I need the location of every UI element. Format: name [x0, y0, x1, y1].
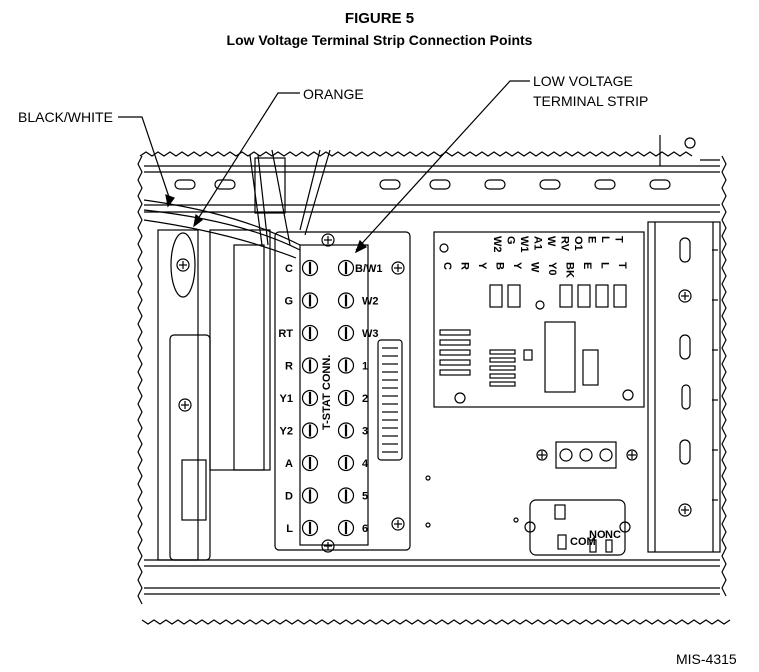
terminal-screw-left [301, 454, 319, 472]
board-terminal-label: E [586, 236, 598, 243]
terminal-label-left: D [285, 491, 293, 503]
terminal-label-right: W2 [362, 296, 379, 308]
tstat-conn-label: T-STAT CONN. [321, 355, 333, 430]
terminal-screw-right [337, 389, 355, 407]
terminal-screw-left [301, 324, 319, 342]
terminal-screw-right [337, 259, 355, 277]
terminal-screw-right [337, 454, 355, 472]
wires [143, 149, 331, 259]
relay-label-com: COM [570, 536, 596, 548]
terminal-label-right: 5 [362, 491, 368, 503]
terminal-label-left: C [285, 263, 293, 275]
terminal-label-right: B/W1 [355, 263, 383, 275]
relay-label-no: NO [589, 529, 606, 541]
terminal-label-left: G [284, 296, 293, 308]
arrowhead [354, 239, 368, 254]
terminal-screw-right [337, 487, 355, 504]
board-terminal-label: Y [511, 262, 523, 270]
cabinet [137, 135, 731, 625]
relay-block: COM NO NC [524, 499, 631, 556]
terminal-label-left: L [286, 523, 293, 535]
terminal-screw-right [337, 357, 355, 374]
board-resistors [439, 329, 516, 387]
power-terminal-block [536, 441, 638, 469]
terminal-screw-left [301, 389, 319, 407]
terminal-screw-left [301, 357, 319, 374]
board-terminal-label: T [616, 262, 628, 269]
board-terminal-label: L [599, 236, 611, 243]
callout-low-voltage-line1: LOW VOLTAGE [533, 73, 633, 89]
figure-id-code: MIS-4315 [676, 651, 737, 667]
terminal-screw-right [337, 422, 355, 439]
board-terminal-label: RV [559, 236, 571, 252]
board-terminal-label: W1 [518, 236, 530, 253]
break-line-left [137, 155, 143, 605]
terminal-label-right: 1 [362, 361, 368, 373]
terminal-label-left: A [285, 458, 293, 470]
board-terminal-label: C [441, 262, 453, 270]
terminal-strip-panel: T-STAT CONN. [274, 231, 411, 553]
terminal-screw-right [337, 292, 355, 309]
leader-orange [195, 92, 300, 223]
terminal-screw-right [337, 324, 355, 342]
terminal-label-left: Y2 [280, 426, 293, 438]
figure-title: Low Voltage Terminal Strip Connection Po… [226, 32, 533, 48]
break-line-bottom [141, 619, 731, 625]
terminal-label-left: RT [278, 328, 293, 340]
board-terminal-label: W2 [491, 236, 503, 253]
terminal-label-left: Y1 [280, 393, 293, 405]
board-terminal-label: Y [476, 262, 488, 270]
board-terminal-label: G [505, 236, 517, 245]
terminal-label-right: 3 [362, 426, 368, 438]
board-terminal-label: L [599, 262, 611, 269]
break-line-top [139, 151, 693, 157]
terminal-screw-right [337, 519, 355, 537]
figure-number: FIGURE 5 [344, 10, 415, 27]
relay-label-nc: NC [605, 529, 621, 541]
board-terminal-label: E [581, 262, 593, 269]
arrowhead [193, 213, 203, 228]
mounting-screws [176, 137, 696, 528]
rail-slots [174, 179, 671, 190]
callout-orange: ORANGE [303, 86, 364, 102]
terminal-screw-left [301, 422, 319, 439]
leader-black-white [118, 116, 171, 201]
board-terminal-label: O1 [572, 236, 584, 251]
board-terminal-label: W [545, 236, 557, 247]
terminal-screw-left [301, 519, 319, 537]
callout-black-white: BLACK/WHITE [18, 109, 113, 125]
break-line-right [721, 155, 727, 597]
board-terminal-label: T [613, 236, 625, 243]
board-terminal-label: R [459, 262, 471, 270]
terminal-label-left: R [285, 361, 293, 373]
terminal-screw-left [301, 487, 319, 504]
board-terminal-label: W [529, 262, 541, 273]
board-terminal-label: Y0 [546, 262, 558, 275]
callout-low-voltage-line2: TERMINAL STRIP [533, 93, 649, 109]
terminal-label-right: 6 [362, 523, 368, 535]
board-terminal-label: B [494, 262, 506, 270]
terminal-label-right: 2 [362, 393, 368, 405]
terminal-label-right: 4 [362, 458, 369, 470]
terminal-label-right: W3 [362, 328, 379, 340]
board-terminal-label: A1 [532, 236, 544, 250]
leader-low-voltage [355, 80, 530, 251]
terminal-screw-left [301, 259, 319, 277]
terminal-screw-left [301, 292, 319, 309]
board-terminal-label: BK [564, 262, 576, 278]
